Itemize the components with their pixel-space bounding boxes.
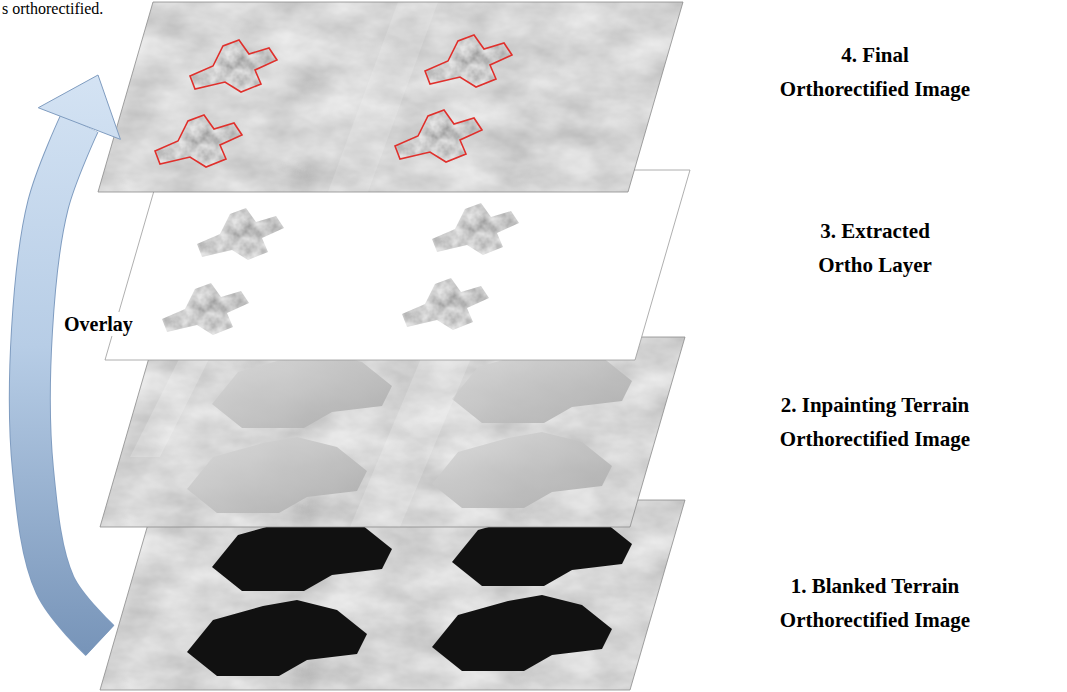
building-outline <box>190 40 277 92</box>
building-ortho <box>395 110 482 162</box>
blank-mask <box>432 595 612 671</box>
building-ortho <box>190 40 277 92</box>
arrow-shaft-outline <box>30 124 100 641</box>
building-outline <box>395 110 482 162</box>
inpainting-layer <box>100 337 690 527</box>
layer-caption: 2. Inpainting Terrain Orthorectified Ima… <box>741 388 1009 456</box>
building-ortho <box>197 208 284 260</box>
blank-mask <box>187 600 367 676</box>
layer-outline <box>100 337 685 527</box>
arrow-head <box>38 75 120 139</box>
image-layer-node: 4. Final Orthorectified Image <box>98 2 1045 195</box>
blanked-layer <box>100 500 690 690</box>
building-ortho <box>162 283 249 335</box>
final-layer <box>98 2 688 192</box>
overlay-arrow <box>30 75 121 641</box>
terrain-texture <box>98 2 688 192</box>
inpainted-area <box>212 352 392 428</box>
building-outline <box>155 115 242 167</box>
layer-outline <box>100 500 685 690</box>
inpaint-streak <box>350 337 480 527</box>
image-layer-node: 2. Inpainting Terrain Orthorectified Ima… <box>100 337 1045 527</box>
layer-caption: 1. Blanked Terrain Orthorectified Image <box>741 569 1009 637</box>
caption-fragment: s orthorectified. <box>2 0 103 18</box>
inpainted-area <box>432 432 612 508</box>
arrow-shaft <box>30 124 100 641</box>
edge-label: Overlay <box>62 312 135 336</box>
building-ortho <box>425 35 512 87</box>
building-outline <box>425 35 512 87</box>
layer-outline <box>98 2 683 192</box>
building-ortho <box>155 115 242 167</box>
terrain-texture <box>100 337 690 527</box>
building-ortho <box>432 203 519 255</box>
layer-caption: 4. Final Orthorectified Image <box>778 38 973 106</box>
building-ortho <box>402 278 489 330</box>
image-layer-node: 3. Extracted Ortho Layer <box>105 170 1045 360</box>
inpaint-streak <box>328 2 438 192</box>
image-layer-node: 1. Blanked Terrain Orthorectified Image <box>100 500 1045 690</box>
layer-caption: 3. Extracted Ortho Layer <box>816 214 934 282</box>
inpainted-area <box>187 437 367 513</box>
layer-outline <box>105 170 690 360</box>
terrain-texture <box>100 500 690 690</box>
extracted-layer <box>105 170 690 360</box>
